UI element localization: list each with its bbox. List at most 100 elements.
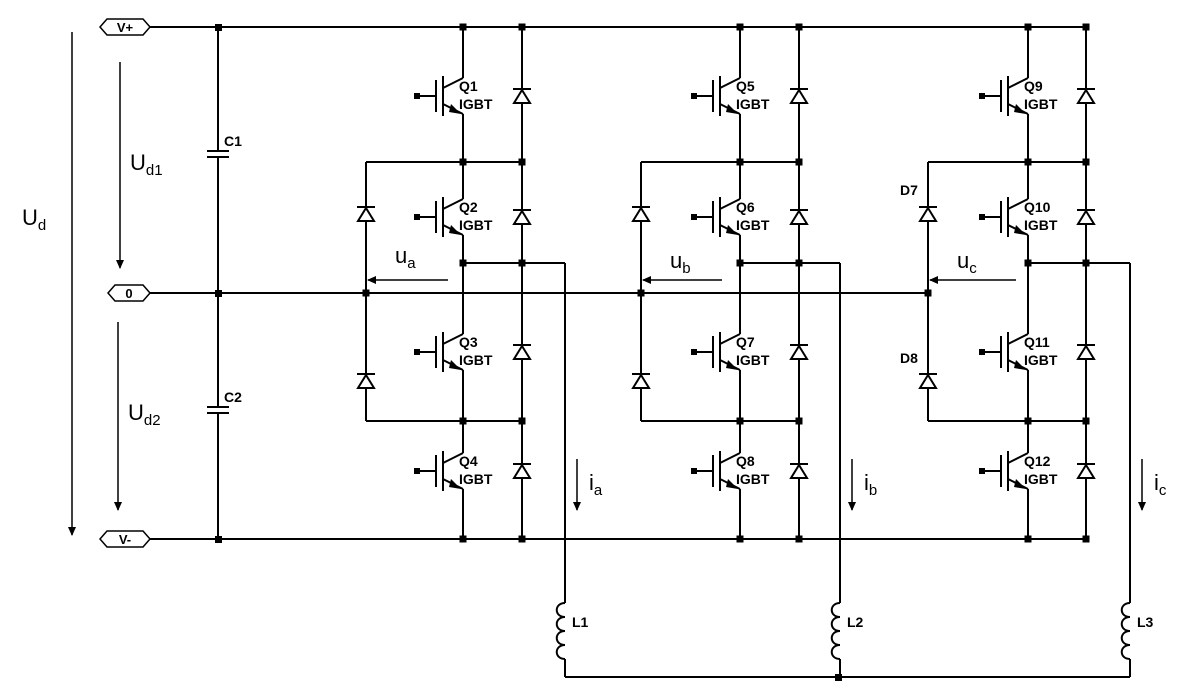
junction-dot	[1024, 417, 1032, 425]
junction-dot	[518, 259, 526, 267]
transistor-name: Q3	[459, 334, 478, 350]
igbt-symbol	[414, 162, 464, 263]
transistor-type: IGBT	[1024, 217, 1058, 233]
c2-label: C2	[224, 389, 242, 405]
diode-symbol	[1076, 209, 1096, 225]
capacitor-c1: C1	[207, 27, 242, 293]
ud2-label: Ud2	[128, 400, 161, 429]
junction-dot	[518, 158, 526, 166]
diode-symbol	[512, 463, 532, 479]
junction-dot	[795, 23, 803, 31]
inductor-label: L2	[847, 614, 864, 630]
transistor-name: Q7	[736, 334, 755, 350]
port-vminus: V-	[99, 530, 151, 548]
port-vplus-label: V+	[117, 20, 134, 35]
dc-rails	[150, 26, 1086, 540]
transistor-type: IGBT	[1024, 96, 1058, 112]
transistor-name: Q1	[459, 78, 478, 94]
igbt-symbol	[414, 263, 464, 421]
junction-dot	[736, 23, 744, 31]
transistor-type: IGBT	[736, 96, 770, 112]
junction-dot	[459, 259, 467, 267]
igbt-symbol	[414, 27, 464, 162]
igbt-symbol	[691, 421, 741, 539]
junction-dot	[1082, 259, 1090, 267]
clamp-diode-label: D8	[900, 350, 918, 366]
diode-symbol	[789, 344, 809, 360]
c1-label: C1	[224, 133, 242, 149]
junction-dot	[637, 289, 645, 297]
inductor-coil	[1120, 602, 1131, 660]
junction-dot	[362, 289, 370, 297]
transistor-type: IGBT	[1024, 352, 1058, 368]
phase-current-label: ia	[589, 470, 603, 499]
igbt-symbol	[979, 162, 1029, 263]
junction-dot	[835, 674, 842, 681]
transistor-type: IGBT	[736, 352, 770, 368]
junction-dot	[518, 417, 526, 425]
junction-dot	[459, 417, 467, 425]
clamp-diode-label: D7	[900, 182, 918, 198]
igbt-symbol	[691, 263, 741, 421]
junction-dot	[736, 535, 744, 543]
junction-dot	[1082, 158, 1090, 166]
junction-dot	[1082, 535, 1090, 543]
inductor-coil	[555, 602, 566, 660]
junction-dot	[1024, 158, 1032, 166]
junction-dot	[736, 417, 744, 425]
ud-label: Ud	[22, 205, 46, 234]
diode-symbol	[356, 373, 376, 389]
junction-dot	[795, 417, 803, 425]
diode-symbol	[512, 88, 532, 104]
phase-current-label: ic	[1154, 470, 1167, 499]
junction-dot	[459, 158, 467, 166]
inductor-coil	[830, 602, 841, 660]
inductor-label: L1	[572, 614, 589, 630]
diode-symbol	[1076, 463, 1096, 479]
ud1-label: Ud1	[130, 150, 163, 179]
diode-symbol	[356, 206, 376, 222]
diode-symbol	[631, 206, 651, 222]
phase-voltage-label: ub	[670, 248, 691, 277]
junction-dot	[795, 259, 803, 267]
igbt-symbol	[691, 162, 741, 263]
inductor-label: L3	[1137, 614, 1154, 630]
transistor-name: Q12	[1024, 453, 1051, 469]
junction-dot	[924, 289, 932, 297]
junction-dot	[1082, 23, 1090, 31]
junction-dot	[215, 290, 222, 297]
transistor-name: Q11	[1024, 334, 1050, 350]
junction-dot	[215, 536, 222, 543]
junction-dot	[795, 535, 803, 543]
voltage-annotations: Ud Ud1 Ud2	[22, 32, 163, 536]
transistor-type: IGBT	[459, 96, 493, 112]
junction-dot	[215, 24, 222, 31]
phase-voltage-label: ua	[395, 243, 416, 272]
junction-dot	[1024, 259, 1032, 267]
junction-dot	[736, 158, 744, 166]
diode-symbol	[1076, 88, 1096, 104]
diode-symbol	[1076, 344, 1096, 360]
transistor-type: IGBT	[459, 471, 493, 487]
igbt-symbol	[979, 27, 1029, 162]
port-vplus: V+	[99, 18, 151, 36]
diode-symbol	[918, 373, 938, 389]
transistor-name: Q9	[1024, 78, 1043, 94]
phase-current-label: ib	[864, 470, 877, 499]
port-vminus-label: V-	[119, 532, 131, 547]
transistor-type: IGBT	[459, 352, 493, 368]
port-zero-label: 0	[125, 286, 132, 301]
transistor-name: Q2	[459, 199, 478, 215]
igbt-symbol	[979, 263, 1029, 421]
diode-symbol	[512, 209, 532, 225]
junction-dot	[1024, 23, 1032, 31]
igbt-symbol	[414, 421, 464, 539]
diode-symbol	[631, 373, 651, 389]
transistor-name: Q6	[736, 199, 755, 215]
transistor-name: Q8	[736, 453, 755, 469]
